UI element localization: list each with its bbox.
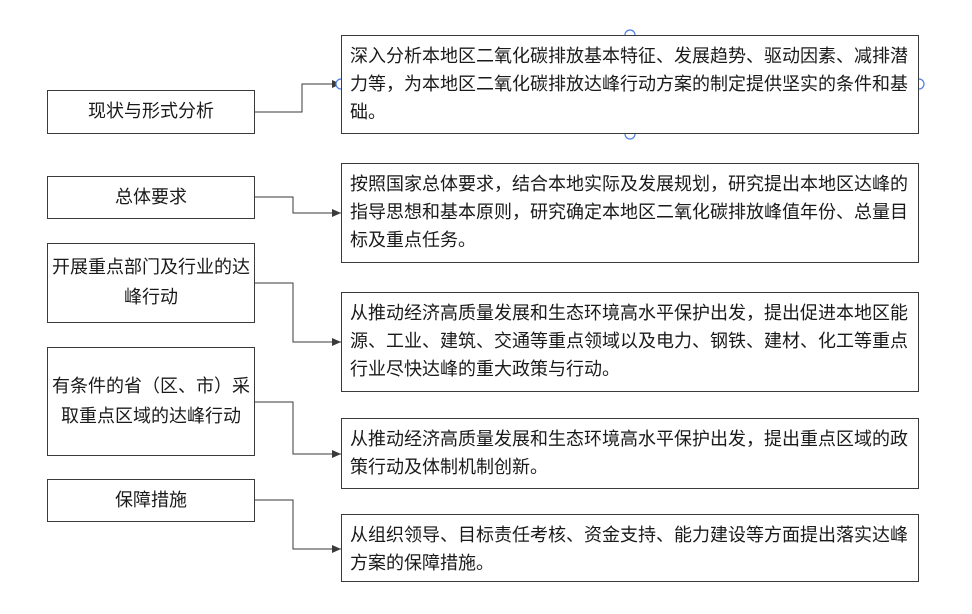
stage-label: 总体要求: [115, 186, 187, 208]
stage-label: 保障措施: [115, 489, 187, 511]
description-text: 深入分析本地区二氧化碳排放基本特征、发展趋势、驱动因素、减排潜力等，为本地区二氧…: [350, 46, 908, 123]
connector-4: [255, 401, 341, 458]
description-box-overall-requirements[interactable]: 按照国家总体要求，结合本地实际及发展规划，研究提出本地区达峰的指导思想和基本原则…: [341, 163, 919, 263]
description-box-safeguards[interactable]: 从组织领导、目标责任考核、资金支持、能力建设等方面提出落实达峰方案的保障措施。: [341, 514, 919, 582]
description-text: 从推动经济高质量发展和生态环境高水平保护出发，提出促进本地区能源、工业、建筑、交…: [350, 303, 908, 380]
description-text: 按照国家总体要求，结合本地实际及发展规划，研究提出本地区达峰的指导思想和基本原则…: [350, 174, 908, 251]
connector-5: [255, 499, 341, 553]
stage-box-sector-peaking[interactable]: 开展重点部门及行业的达峰行动: [47, 243, 255, 323]
stage-label: 开展重点部门及行业的达峰行动: [52, 257, 250, 308]
stage-label: 有条件的省（区、市）采取重点区域的达峰行动: [52, 375, 250, 427]
description-text: 从推动经济高质量发展和生态环境高水平保护出发，提出重点区域的政策行动及体制机制创…: [350, 429, 908, 478]
description-box-status-analysis[interactable]: 深入分析本地区二氧化碳排放基本特征、发展趋势、驱动因素、减排潜力等，为本地区二氧…: [341, 35, 919, 134]
stage-box-overall-requirements[interactable]: 总体要求: [47, 176, 255, 219]
stage-box-regional-peaking[interactable]: 有条件的省（区、市）采取重点区域的达峰行动: [47, 347, 255, 456]
stage-box-safeguards[interactable]: 保障措施: [47, 479, 255, 522]
description-box-regional-peaking[interactable]: 从推动经济高质量发展和生态环境高水平保护出发，提出重点区域的政策行动及体制机制创…: [341, 418, 919, 489]
description-text: 从组织领导、目标责任考核、资金支持、能力建设等方面提出落实达峰方案的保障措施。: [350, 525, 908, 574]
stage-box-status-analysis[interactable]: 现状与形式分析: [47, 90, 255, 134]
connector-1: [255, 80, 341, 113]
connector-2: [255, 196, 341, 217]
description-box-sector-peaking[interactable]: 从推动经济高质量发展和生态环境高水平保护出发，提出促进本地区能源、工业、建筑、交…: [341, 292, 919, 392]
stage-label: 现状与形式分析: [88, 101, 214, 122]
connector-3: [255, 282, 341, 346]
